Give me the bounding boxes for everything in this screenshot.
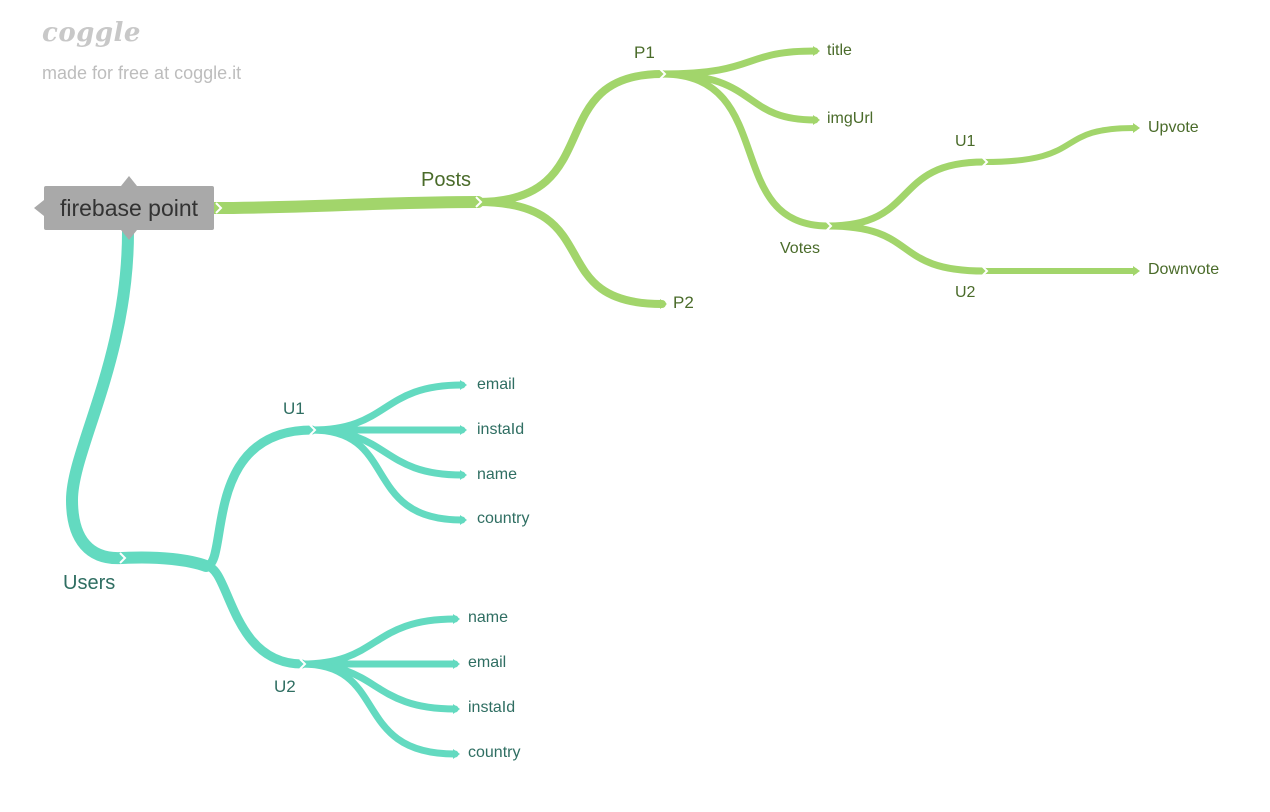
branch-posts-p1 <box>474 70 666 206</box>
node-upvote[interactable]: Upvote <box>1148 119 1199 136</box>
tip-title <box>813 46 820 56</box>
branch-u1-email <box>308 381 466 434</box>
branch-votes-u1 <box>824 158 988 230</box>
branch-users-u1 <box>201 425 317 571</box>
tip-imgurl <box>813 115 820 125</box>
joint-p1 <box>659 68 667 80</box>
node-u2-email[interactable]: email <box>468 654 507 671</box>
node-u1-instaid[interactable]: instaId <box>477 421 525 438</box>
node-p2[interactable]: P2 <box>673 293 694 312</box>
joint-users <box>119 552 127 564</box>
node-u1-country[interactable]: country <box>477 510 530 527</box>
joint-votes-u1 <box>981 156 989 168</box>
node-posts[interactable]: Posts <box>421 169 472 191</box>
branch-root-posts <box>208 196 484 214</box>
tagline: made for free at coggle.it <box>42 63 242 83</box>
joint-posts <box>475 196 483 208</box>
node-u2-name[interactable]: name <box>468 609 509 626</box>
joint-votes-u2 <box>981 265 989 277</box>
node-users-u1[interactable]: U1 <box>283 399 305 418</box>
tip-u1-email <box>460 380 467 390</box>
branch-posts-p2 <box>474 198 666 308</box>
branch-u1-name <box>308 426 466 479</box>
tip-u1-name <box>460 470 467 480</box>
branch-u1-country <box>308 426 466 524</box>
node-downvote[interactable]: Downvote <box>1148 261 1220 278</box>
branch-votes-u2 <box>824 222 988 275</box>
root-notch-left <box>34 200 44 216</box>
node-u1-email[interactable]: email <box>477 376 516 393</box>
branch-u2-instaid <box>298 660 459 713</box>
node-votes-u1[interactable]: U1 <box>955 133 976 150</box>
tip-u2-name <box>453 614 460 624</box>
tip-u1-instaid <box>460 425 467 435</box>
branch-p1-votes <box>658 70 832 230</box>
tip-upvote <box>1133 123 1140 133</box>
tip-downvote <box>1133 266 1140 276</box>
node-u2-instaid[interactable]: instaId <box>468 699 516 716</box>
branch-u2-country <box>298 660 459 758</box>
branch-p1-imgurl <box>658 70 819 124</box>
root-node[interactable]: firebase point <box>44 186 214 230</box>
node-votes-u2[interactable]: U2 <box>955 284 976 301</box>
coggle-logo: coggle <box>42 18 141 48</box>
node-title[interactable]: title <box>827 42 852 59</box>
branch-users-u2 <box>201 561 307 669</box>
tip-u2-country <box>453 749 460 759</box>
tip-u1-country <box>460 515 467 525</box>
branch-p1-title <box>658 47 819 78</box>
branch-root-users <box>65 226 212 572</box>
root-notch-bottom <box>121 230 137 240</box>
tip-u2-instaid <box>453 704 460 714</box>
node-users[interactable]: Users <box>63 572 116 594</box>
joint-root-posts <box>215 202 223 214</box>
node-u2-country[interactable]: country <box>468 744 521 761</box>
node-p1[interactable]: P1 <box>634 43 655 62</box>
branch-u1-upvote <box>981 125 1138 165</box>
joint-users-u1 <box>309 424 317 436</box>
node-u1-name[interactable]: name <box>477 466 518 483</box>
branch-u2-name <box>298 615 459 668</box>
node-imgurl[interactable]: imgUrl <box>827 110 874 127</box>
node-votes[interactable]: Votes <box>780 240 821 257</box>
root-notch-top <box>121 176 137 186</box>
tip-u2-email <box>453 659 460 669</box>
tip-p2 <box>660 299 667 309</box>
node-users-u2[interactable]: U2 <box>274 677 296 696</box>
joint-users-u2 <box>299 658 307 670</box>
joint-votes <box>825 220 833 232</box>
